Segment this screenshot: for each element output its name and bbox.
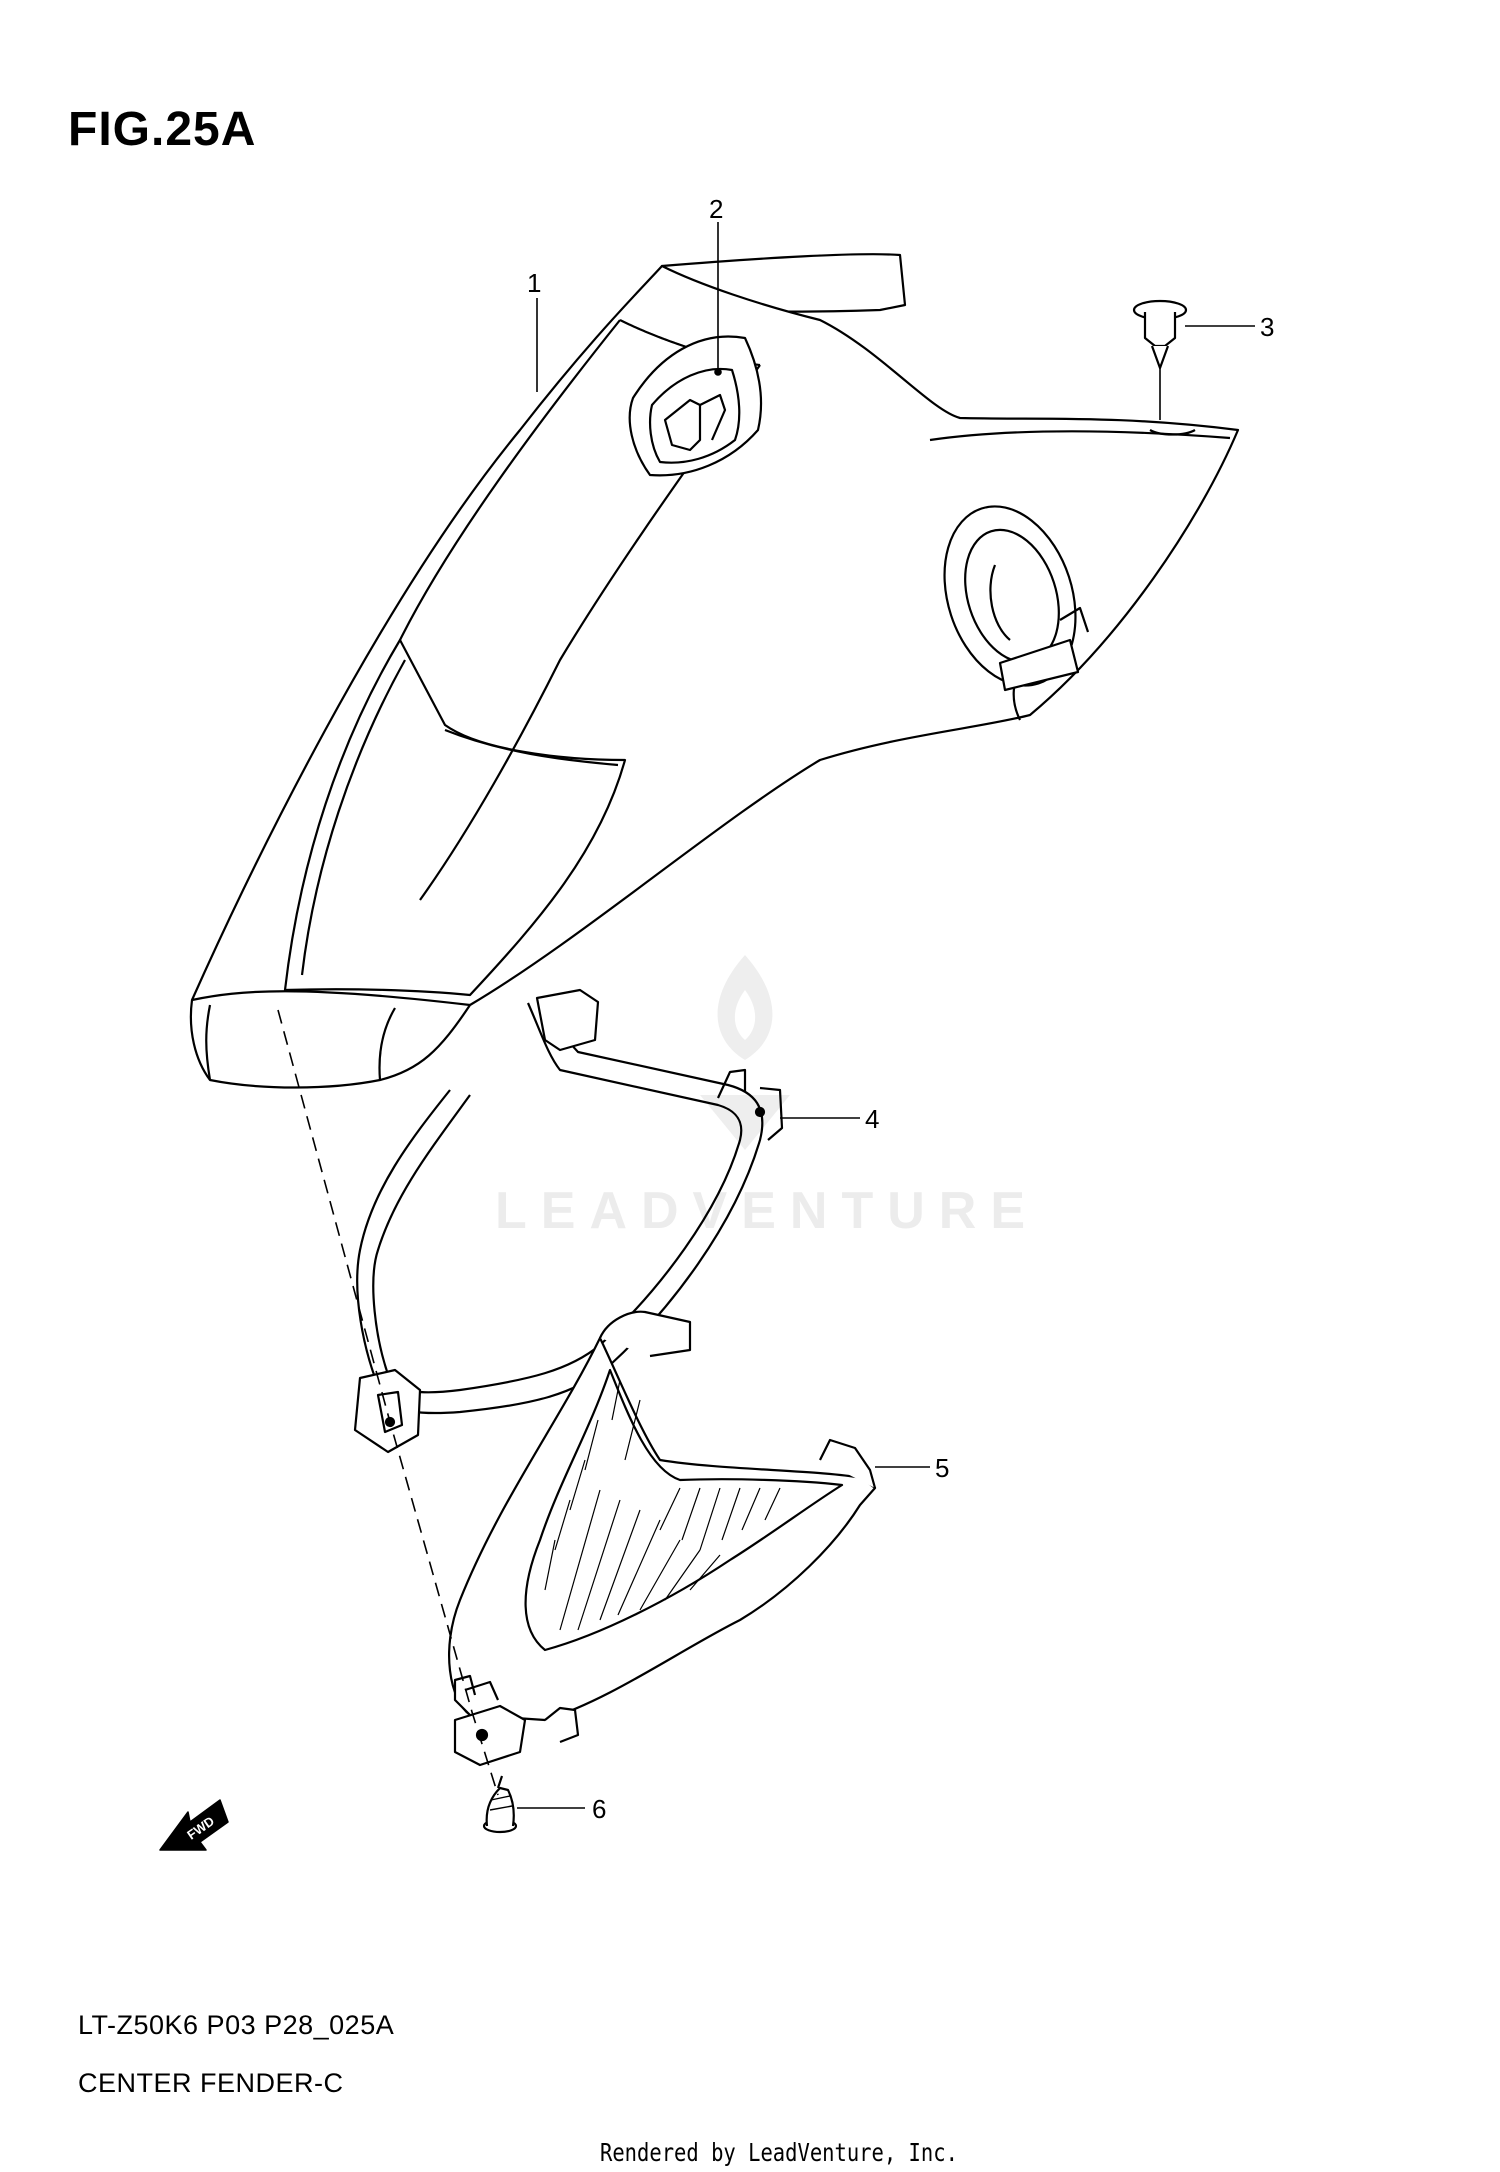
callout-number-4: 4 — [865, 1104, 879, 1134]
callout-number-6: 6 — [592, 1794, 606, 1824]
assembly-dashed-line — [277, 1009, 499, 1796]
model-code: LT-Z50K6 P03 P28_025A — [78, 2010, 395, 2040]
callout-number-3: 3 — [1260, 312, 1274, 342]
callout-number-5: 5 — [935, 1453, 949, 1483]
callout-number-1: 1 — [527, 268, 541, 298]
part-name: CENTER FENDER-C — [78, 2068, 344, 2098]
watermark-text: LEADVENTURE — [495, 1182, 1039, 1240]
watermark-flame-icon — [717, 955, 773, 1060]
part-6-screw — [482, 1775, 518, 1834]
figure-title: FIG.25A — [68, 103, 257, 156]
part-5-mud-guard — [448, 1310, 877, 1767]
watermark-v-icon — [700, 1095, 790, 1150]
part-3-clip — [1132, 299, 1188, 420]
callout-number-2: 2 — [709, 194, 723, 224]
watermark: LEADVENTURE — [495, 955, 1039, 1240]
part-1-center-fender — [189, 253, 1240, 1089]
part-4-bracket — [353, 988, 784, 1454]
forward-arrow-icon: FWD — [159, 1799, 229, 1851]
part-2-emblem — [628, 335, 763, 477]
credit-line: Rendered by LeadVenture, Inc. — [600, 2138, 958, 2167]
callout-leaders — [517, 222, 1255, 1809]
